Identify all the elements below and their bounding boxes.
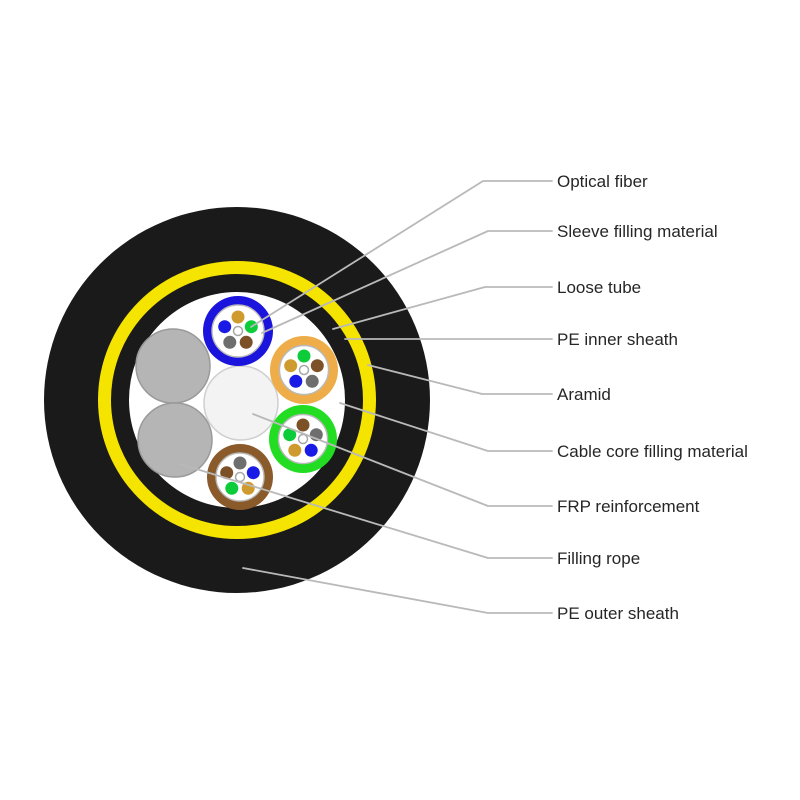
optical-fiber [288, 443, 302, 457]
label-filling-rope: Filling rope [557, 549, 640, 568]
tube-center-dot [298, 364, 310, 376]
optical-fiber-line [250, 180, 553, 328]
optical-fiber [220, 466, 234, 480]
loose-tube-blue [203, 296, 273, 366]
cable-body [44, 207, 430, 593]
optical-fiber [296, 418, 310, 432]
filling-rope-top [135, 328, 211, 404]
label-loose-tube: Loose tube [557, 278, 641, 297]
optical-fiber [239, 335, 253, 349]
optical-fiber [225, 481, 239, 495]
filling-rope-bottom [137, 402, 213, 478]
optical-fiber [284, 359, 298, 373]
sleeve-filling-material-line [261, 230, 553, 334]
pe-outer-sheath-line [242, 567, 553, 614]
loose-tube-line [332, 286, 553, 330]
optical-fiber [305, 374, 319, 388]
optical-fiber [231, 310, 245, 324]
tube-center-dot [297, 433, 309, 445]
optical-fiber [233, 456, 247, 470]
optical-fiber [297, 349, 311, 363]
frp-reinforcement-line [252, 413, 553, 507]
loose-tube-orange [270, 336, 338, 404]
optical-fiber [218, 320, 232, 334]
frp-reinforcement-rod [203, 365, 279, 441]
aramid-line [367, 364, 553, 395]
filling-rope-line [179, 463, 553, 559]
optical-fiber [304, 443, 318, 457]
tube-center-dot [232, 325, 244, 337]
loose-tube-brown [207, 444, 273, 510]
labels: Optical fiber Sleeve filling material Lo… [557, 172, 748, 623]
optical-fiber [310, 359, 324, 373]
label-pe-inner-sheath: PE inner sheath [557, 330, 678, 349]
tube-center-dot [234, 471, 246, 483]
cable-core-filling-material-line [339, 402, 553, 452]
leader-lines [179, 180, 553, 614]
optical-fiber [246, 466, 260, 480]
label-aramid: Aramid [557, 385, 611, 404]
label-optical-fiber: Optical fiber [557, 172, 648, 191]
loose-tube-green [269, 405, 337, 473]
label-sleeve-filling-material: Sleeve filling material [557, 222, 718, 241]
optical-fiber [223, 335, 237, 349]
label-frp-reinforcement: FRP reinforcement [557, 497, 700, 516]
optical-fiber [289, 374, 303, 388]
optical-fiber [283, 428, 297, 442]
label-pe-outer-sheath: PE outer sheath [557, 604, 679, 623]
label-cable-core-filling-material: Cable core filling material [557, 442, 748, 461]
